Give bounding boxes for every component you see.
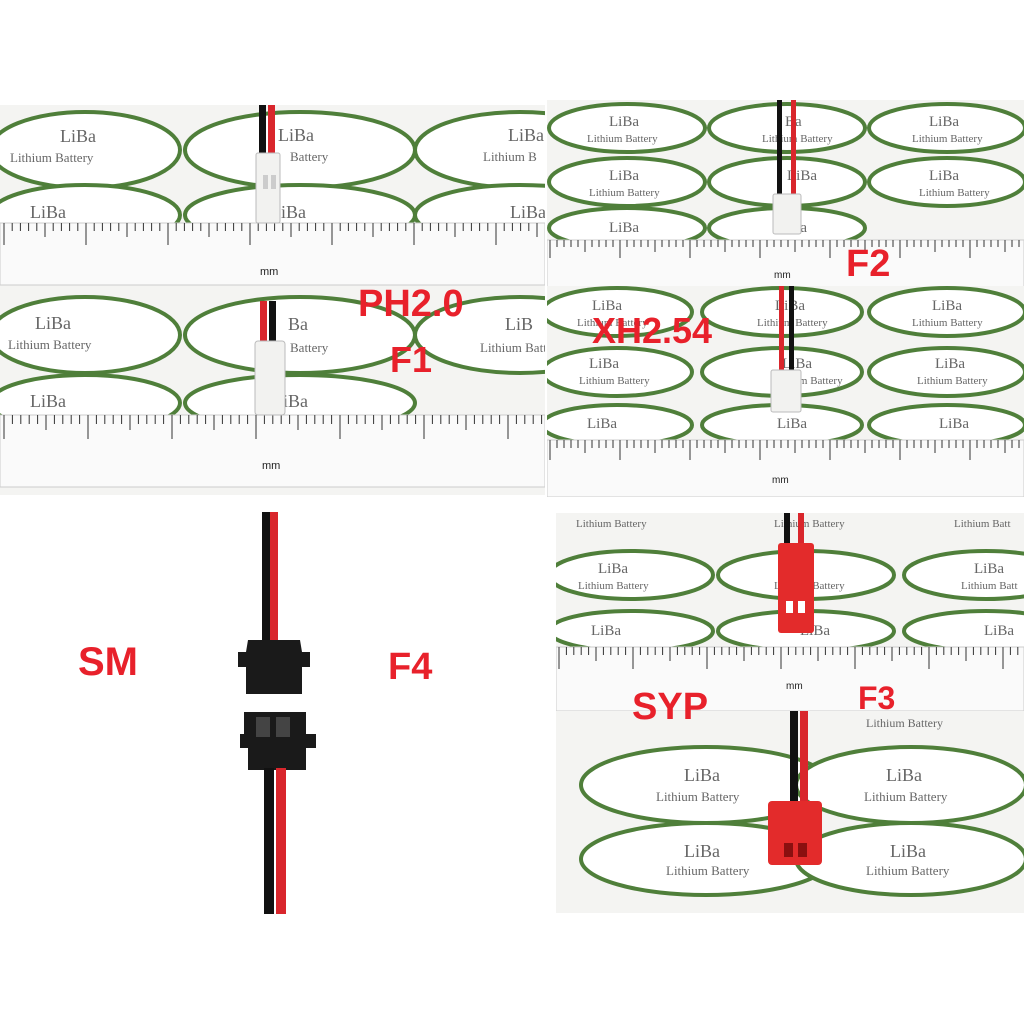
ruler: [547, 239, 1024, 293]
sticker-brand: LiBa: [35, 313, 71, 333]
ruler-ticks: [549, 240, 1020, 258]
sticker-sub: Lithium Battery: [579, 375, 650, 387]
sticker-brand: LiBa: [929, 114, 959, 130]
ruler-unit: mm: [772, 475, 789, 486]
ruler-ticks: [3, 415, 543, 439]
sm-connector-housing: [238, 640, 310, 694]
sticker-sub: Lithium Battery: [866, 716, 943, 730]
sticker-brand: LiBa: [890, 841, 926, 861]
sticker-sub: Lithium Battery: [762, 133, 833, 145]
sticker-brand: LiBa: [932, 298, 962, 314]
connector-code-label: F4: [388, 646, 433, 688]
xh-connector-housing: [772, 193, 802, 235]
syp-connector-housing: [778, 543, 814, 633]
connector-code-label: F2: [846, 243, 891, 285]
connector-type-label: PH2.0: [358, 283, 464, 325]
sticker-brand: LiBa: [684, 841, 720, 861]
sticker-sub: Battery: [290, 149, 329, 164]
ruler: [547, 439, 1024, 497]
sticker-brand: LiBa: [974, 561, 1004, 577]
ruler-unit: mm: [262, 460, 280, 472]
sticker-brand: LiBa: [510, 202, 545, 222]
sticker-sub: Lithium Battery: [912, 317, 983, 329]
connector-code-label: F3: [858, 680, 896, 716]
ph-connector-housing: [254, 340, 286, 416]
sticker-brand: LiBa: [508, 125, 544, 145]
sticker-brand: LiBa: [777, 416, 807, 432]
sticker-sub: Lithium Battery: [917, 375, 988, 387]
sticker-sub: Lithium Battery: [656, 789, 740, 804]
photo-xh254-connector: LiBa Lithium Battery Ba Lithium Battery …: [547, 100, 1024, 497]
photo-sm-connector: [238, 512, 325, 914]
ruler-unit: mm: [774, 270, 791, 281]
sticker-sub: Lithium Battery: [10, 150, 94, 165]
connector-type-label: XH2.54: [592, 310, 713, 351]
sticker-brand: LiBa: [591, 623, 621, 639]
sticker-sub: Lithium Batt: [961, 580, 1018, 592]
ruler-ticks: [3, 223, 538, 245]
sticker-brand: LiBa: [587, 416, 617, 432]
sticker-brand: LiBa: [929, 168, 959, 184]
photo-syp-connector: Lithium Battery Lithium Battery Lithium …: [556, 513, 1024, 913]
sticker-brand: LiBa: [592, 298, 622, 314]
sticker-brand: LiBa: [60, 126, 96, 146]
sticker-sub: Lithium Battery: [866, 863, 950, 878]
sticker-brand: LiBa: [939, 416, 969, 432]
sticker-brand: LiBa: [935, 356, 965, 372]
sticker-brand: LiBa: [30, 202, 66, 222]
photo-ph2-connector: LiBa Lithium Battery LiBa Battery LiBa L…: [0, 105, 545, 495]
syp-connector-housing: [768, 801, 822, 865]
sticker-brand: LiBa: [598, 561, 628, 577]
sticker-brand: LiBa: [984, 623, 1014, 639]
sticker-brand: LiBa: [609, 220, 639, 236]
ruler-unit: mm: [786, 681, 803, 692]
sticker-sub: Lithium Battery: [589, 187, 660, 199]
xh-connector-housing: [770, 369, 802, 413]
sticker-row: LiBa Lithium Battery LiBa Lithium Batter…: [547, 286, 1024, 447]
sticker-sub: Lithium Battery: [666, 863, 750, 878]
sticker-sub: Lithium Battery: [587, 133, 658, 145]
connector-type-label: SM: [78, 640, 138, 684]
sticker-sub: Lithium Batt: [954, 518, 1011, 530]
sticker-sub: Lithium Battery: [577, 317, 648, 329]
ruler: [0, 414, 545, 488]
sticker-brand: Ba: [288, 314, 308, 334]
ruler-ticks: [549, 440, 1020, 460]
ruler-unit: mm: [260, 266, 278, 278]
ruler-ticks: [558, 647, 1019, 669]
sticker-sub: Lithium Battery: [774, 518, 845, 530]
sticker-brand: LiB: [505, 314, 533, 334]
connector-code-label: F1: [390, 339, 433, 380]
sticker-sub: Lithium Battery: [8, 337, 92, 352]
sticker-sub: Lithium Battery: [578, 580, 649, 592]
sticker-sub: Lithium Battery: [864, 789, 948, 804]
sticker-brand: LiBa: [278, 125, 314, 145]
sticker-brand: LiBa: [609, 114, 639, 130]
sticker-sub: Lithium Battery: [480, 340, 545, 355]
sticker-brand: LiBa: [589, 356, 619, 372]
sticker-sub: Lithium Battery: [576, 518, 647, 530]
sticker-sub: Lithium Battery: [919, 187, 990, 199]
sticker-brand: LiBa: [886, 765, 922, 785]
sticker-sub: Battery: [290, 340, 329, 355]
sticker-brand: LiBa: [609, 168, 639, 184]
sticker-brand: LiBa: [30, 391, 66, 411]
sticker-sub: Lithium B: [483, 149, 537, 164]
sticker-sub: Lithium Battery: [912, 133, 983, 145]
connector-type-label: SYP: [632, 686, 709, 728]
ruler: [556, 646, 1024, 712]
sticker-brand: LiBa: [684, 765, 720, 785]
